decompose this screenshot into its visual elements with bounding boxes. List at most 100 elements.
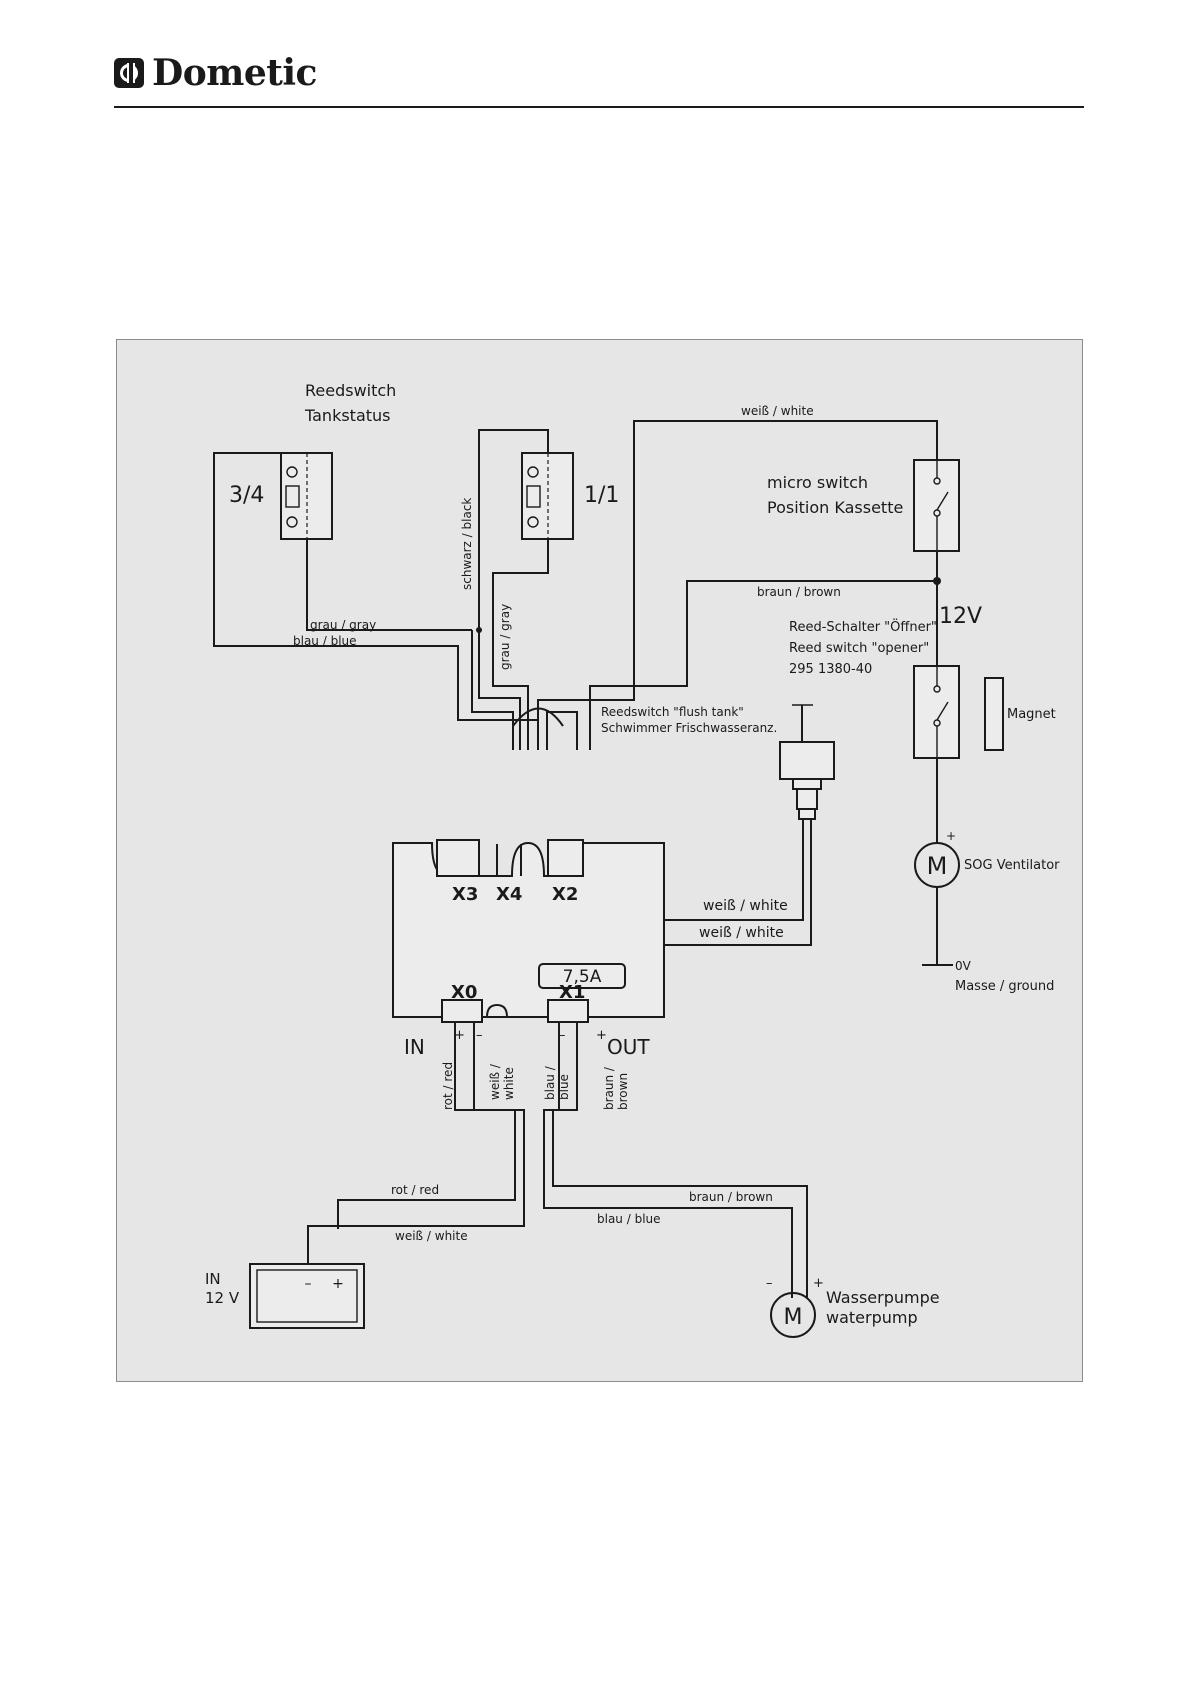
label-in: IN xyxy=(404,1035,425,1059)
label-x0-minus: – xyxy=(476,1028,483,1043)
dometic-logo: Dometic xyxy=(114,52,317,94)
label-wire-brown-vertical-2: brown xyxy=(616,1073,630,1110)
label-wire-brown-vertical-1: braun / xyxy=(602,1066,616,1110)
cable-gland xyxy=(512,707,564,727)
reed-34-contact xyxy=(285,485,300,508)
label-wire-white-flush-2: weiß / white xyxy=(699,925,784,941)
wire-black-trunk xyxy=(478,630,521,750)
label-sog-ventilator: SOG Ventilator xyxy=(964,858,1060,873)
connector-x0-block xyxy=(441,999,483,1023)
label-connector-plus: + xyxy=(332,1276,344,1292)
wire-brown-pump xyxy=(552,1022,808,1298)
label-x0-plus: + xyxy=(454,1028,465,1043)
wire-brown-top xyxy=(589,580,937,750)
label-magnet: Magnet xyxy=(1007,707,1056,722)
label-wire-white-top: weiß / white xyxy=(741,404,814,418)
micro-switch-lever xyxy=(936,491,949,511)
label-wire-white-vertical-2: white xyxy=(502,1067,516,1100)
label-sog-motor-m: M xyxy=(927,852,948,880)
wire-gray-trunk xyxy=(492,630,529,750)
label-wire-brown-pump: braun / brown xyxy=(689,1190,773,1204)
wire-white-x2 xyxy=(546,711,578,750)
reed-34-terminal-top xyxy=(286,466,298,478)
connector-x1-block xyxy=(547,999,589,1023)
label-in-12v-in: IN xyxy=(205,1270,221,1288)
label-wire-white-supply: weiß / white xyxy=(395,1229,468,1243)
reed-11-terminal-top xyxy=(527,466,539,478)
connector-x2-block xyxy=(547,839,584,877)
label-x4: X4 xyxy=(496,884,522,905)
label-pump-minus: – xyxy=(766,1276,773,1291)
reed-opener-lever xyxy=(936,701,949,721)
label-wire-red: rot / red xyxy=(391,1183,439,1197)
wire-white-supply xyxy=(307,1022,525,1272)
label-x1: X1 xyxy=(559,982,585,1003)
label-fuse: 7,5A xyxy=(563,967,602,987)
wire-gray-reed-11 xyxy=(492,539,549,630)
brand-name: Dometic xyxy=(152,52,317,94)
housing-notch xyxy=(486,1003,508,1018)
label-wasserpumpe: Wasserpumpe xyxy=(826,1288,940,1307)
label-12v: 12V xyxy=(939,604,982,629)
label-wire-black-vertical: schwarz / black xyxy=(460,498,474,590)
label-wire-white-vertical-1: weiß / xyxy=(488,1063,502,1100)
reed-34-terminal-bottom xyxy=(286,516,298,528)
label-connector-minus: – xyxy=(305,1276,312,1292)
label-wire-blue-vertical-1: blau / xyxy=(543,1065,557,1100)
label-waterpump-motor-m: M xyxy=(784,1305,803,1330)
label-wire-blue-pump: blau / blue xyxy=(597,1212,661,1226)
micro-switch-contact-top xyxy=(933,477,941,485)
label-waterpump: waterpump xyxy=(826,1308,918,1327)
label-reedswitch-title: Reedswitch xyxy=(305,381,396,400)
magnet xyxy=(984,677,1004,751)
reed-11-contact xyxy=(526,485,541,508)
label-wire-gray-vertical: grau / gray xyxy=(498,604,512,670)
label-reed-part-number: 295 1380-40 xyxy=(789,662,872,677)
label-flush-tank: Reedswitch "flush tank" xyxy=(601,705,744,719)
dometic-logo-icon xyxy=(114,58,144,88)
float-thread xyxy=(796,788,818,810)
label-out: OUT xyxy=(607,1035,650,1059)
label-x2: X2 xyxy=(552,884,578,905)
label-position-kassette: Position Kassette xyxy=(767,498,903,517)
label-x3: X3 xyxy=(452,884,478,905)
label-reed-11: 1/1 xyxy=(584,483,619,508)
label-schwimmer: Schwimmer Frischwasseranz. xyxy=(601,721,777,735)
float-body xyxy=(779,741,835,780)
wire-gray-reed-34 xyxy=(306,539,472,631)
wire-red-supply xyxy=(337,1022,516,1229)
header-divider xyxy=(114,106,1084,108)
label-0v: 0V xyxy=(955,959,972,973)
label-sog-plus: + xyxy=(946,829,956,843)
label-wire-blue-vertical-2: blue xyxy=(557,1074,571,1100)
wire-white-top xyxy=(537,420,938,750)
label-reed-opener: Reed switch "opener" xyxy=(789,641,929,656)
wire-gray-trunk-2 xyxy=(471,630,514,750)
input-connector-inner xyxy=(256,1269,358,1323)
label-wire-red-vertical: rot / red xyxy=(441,1062,455,1110)
label-tankstatus-title: Tankstatus xyxy=(304,406,391,425)
float-connector xyxy=(798,808,816,820)
label-wire-brown-top: braun / brown xyxy=(757,585,841,599)
wiring-diagram-panel: 3/4 1/1 Reedswitch Tankstatus grau / gra… xyxy=(116,339,1083,1382)
label-wire-white-flush-1: weiß / white xyxy=(703,898,788,914)
connector-x3-block xyxy=(436,839,480,877)
wire-blue-pump xyxy=(543,1022,793,1298)
label-reed-schalter: Reed-Schalter "Öffner" xyxy=(789,618,937,635)
wire-black-reed-11 xyxy=(478,429,549,630)
label-x1-minus: – xyxy=(559,1028,566,1043)
label-micro-switch: micro switch xyxy=(767,473,868,492)
float-nut xyxy=(792,778,822,790)
input-connector-12v xyxy=(249,1263,365,1329)
label-x0: X0 xyxy=(451,982,477,1003)
waterpump-motor xyxy=(770,1292,816,1338)
reed-11-terminal-bottom xyxy=(527,516,539,528)
label-wire-gray: grau / gray xyxy=(310,618,376,632)
label-reed-34: 3/4 xyxy=(229,483,264,508)
fuse-7-5a xyxy=(538,963,626,989)
label-x1-plus: + xyxy=(596,1028,607,1043)
wiring-diagram: 3/4 1/1 Reedswitch Tankstatus grau / gra… xyxy=(205,381,1060,1338)
label-in-12v-volts: 12 V xyxy=(205,1289,240,1307)
label-pump-plus: + xyxy=(813,1276,824,1291)
label-wire-blue: blau / blue xyxy=(293,634,357,648)
